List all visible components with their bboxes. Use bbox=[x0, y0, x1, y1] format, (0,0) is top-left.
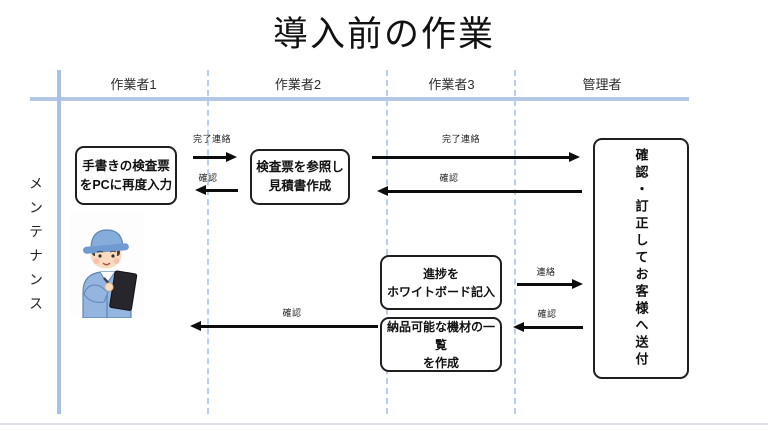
step-create-estimate: 検査票を参照し 見積書作成 bbox=[250, 149, 350, 205]
arrow-confirm-3 bbox=[513, 322, 583, 332]
step-reenter-inspection-sheet: 手書きの検査票 をPCに再度入力 bbox=[75, 146, 177, 205]
lane-divider bbox=[514, 70, 516, 414]
step-equipment-list: 納品可能な機材の一覧 を作成 bbox=[380, 317, 502, 372]
arrowhead-right-icon bbox=[569, 152, 580, 162]
lane-divider bbox=[386, 70, 388, 414]
arrow-label: 確認 bbox=[439, 173, 459, 183]
lane-header-worker1: 作業者1 bbox=[110, 77, 157, 92]
slide-bottom-line bbox=[0, 423, 768, 425]
header-divider-line bbox=[30, 97, 689, 101]
arrow-confirm-long bbox=[190, 321, 378, 331]
arrow-label: 確認 bbox=[537, 309, 557, 319]
worker-illustration bbox=[70, 212, 144, 319]
step-confirm-send-customer: 確認・訂正してお客様へ送付 bbox=[593, 138, 689, 379]
arrowhead-right-icon bbox=[572, 279, 583, 289]
row-label-maintenance: メンテナンス bbox=[27, 176, 42, 320]
arrow-confirm-1 bbox=[195, 185, 238, 195]
lane-divider bbox=[207, 70, 209, 414]
arrow-confirm-2 bbox=[377, 186, 582, 196]
arrow-label: 連絡 bbox=[536, 267, 556, 277]
arrow-completion-1 bbox=[193, 152, 237, 162]
page-title: 導入前の作業 bbox=[272, 15, 495, 54]
arrow-contact bbox=[517, 279, 583, 289]
arrow-completion-2 bbox=[372, 152, 580, 162]
arrowhead-right-icon bbox=[226, 152, 237, 162]
arrow-label: 完了連絡 bbox=[441, 134, 480, 144]
arrow-label: 確認 bbox=[282, 308, 302, 318]
lane-header-worker3: 作業者3 bbox=[428, 77, 475, 92]
arrowhead-left-icon bbox=[190, 321, 201, 331]
lane-header-manager: 管理者 bbox=[582, 77, 622, 92]
arrow-label: 完了連絡 bbox=[192, 134, 231, 144]
arrowhead-left-icon bbox=[195, 185, 206, 195]
step-whiteboard-progress: 進捗を ホワイトボード記入 bbox=[380, 255, 502, 310]
lane-header-worker2: 作業者2 bbox=[274, 77, 322, 92]
left-frame-line bbox=[57, 70, 61, 414]
worker-icon bbox=[70, 212, 144, 319]
arrowhead-left-icon bbox=[377, 186, 388, 196]
arrow-label: 確認 bbox=[198, 173, 218, 183]
arrowhead-left-icon bbox=[513, 322, 524, 332]
